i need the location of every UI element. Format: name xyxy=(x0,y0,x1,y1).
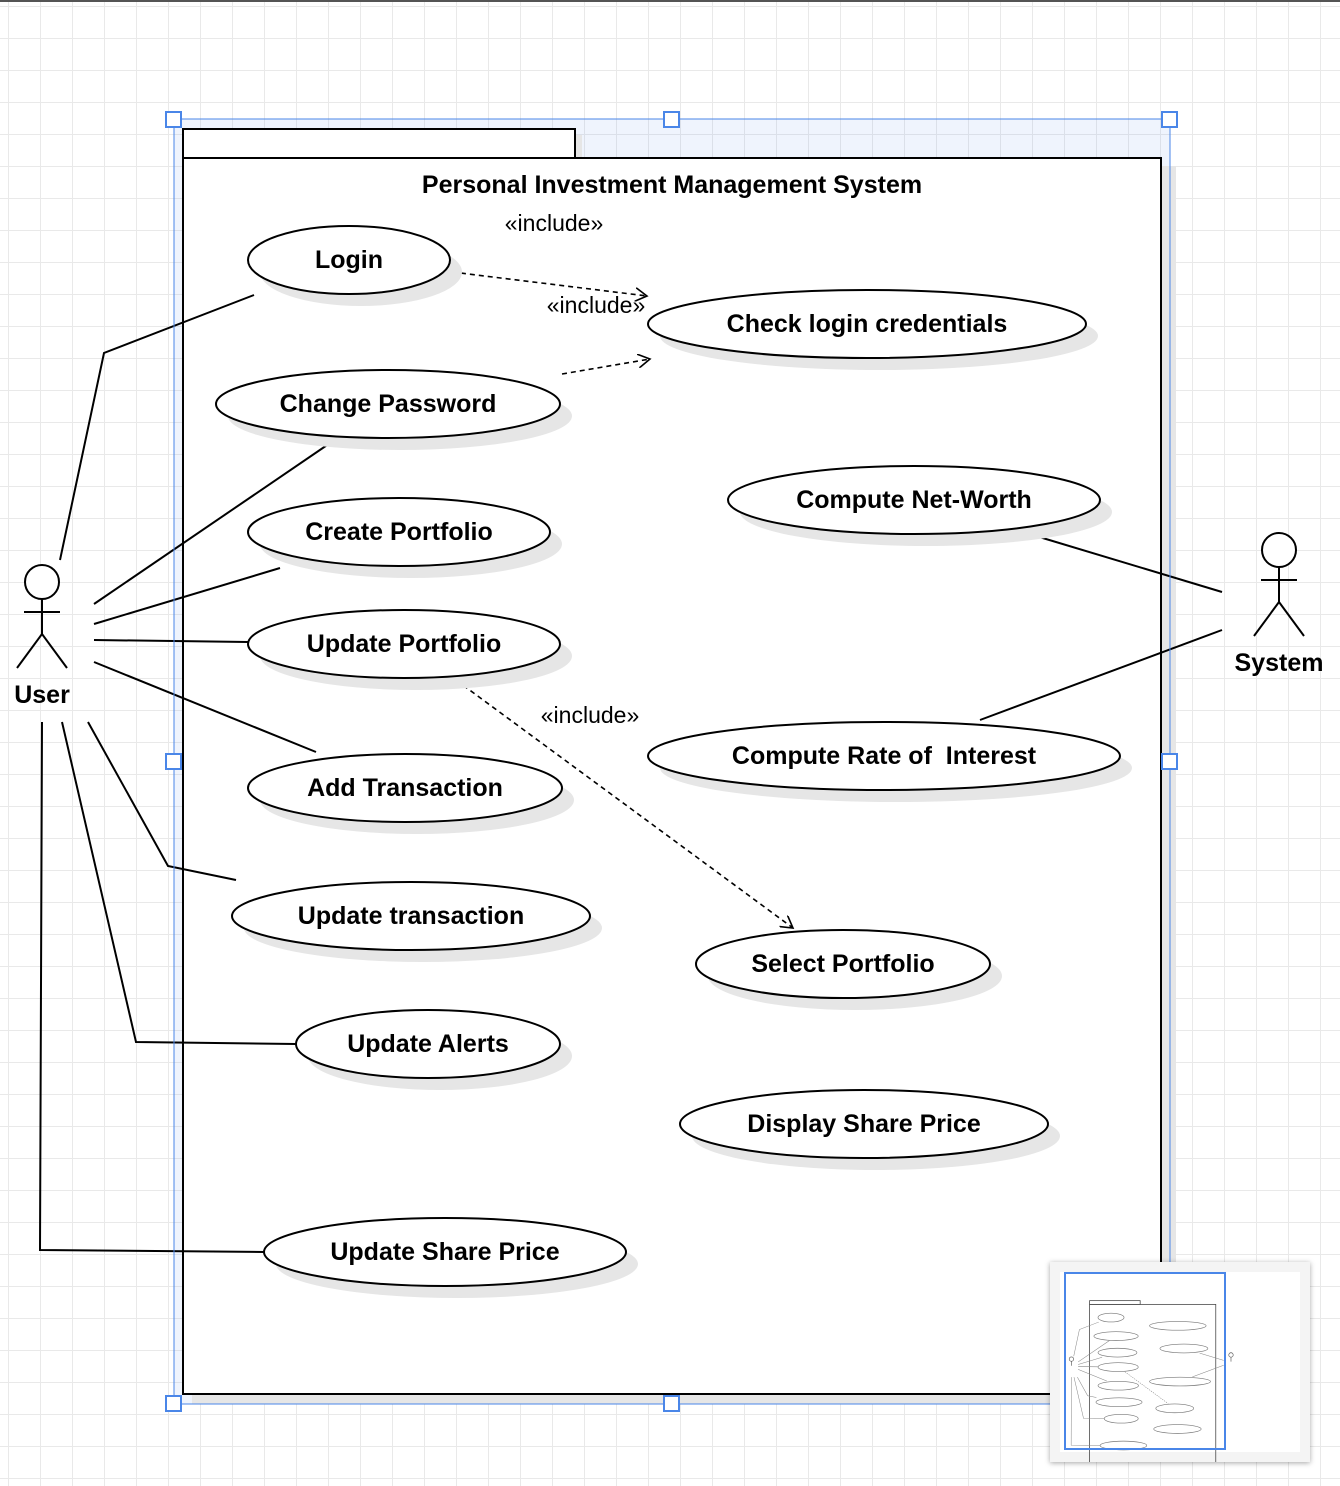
use-case-label: Update Portfolio xyxy=(307,630,501,658)
resize-handle-left[interactable] xyxy=(165,753,182,770)
use-case-display-share-price[interactable]: Display Share Price xyxy=(679,1089,1060,1170)
use-case-create-portfolio[interactable]: Create Portfolio xyxy=(247,497,562,578)
use-case-label: Select Portfolio xyxy=(751,950,934,978)
use-case-select-portfolio[interactable]: Select Portfolio xyxy=(695,929,1002,1010)
use-case-label: Create Portfolio xyxy=(305,518,493,546)
use-case-compute-rate-of-interest[interactable]: Compute Rate of Interest xyxy=(647,721,1132,802)
include-label-login: «include» xyxy=(505,210,603,236)
resize-handle-bottom-left[interactable] xyxy=(165,1395,182,1412)
use-case-label: Check login credentials xyxy=(727,310,1008,338)
minimap-canvas[interactable] xyxy=(1050,1262,1310,1465)
use-case-update-share-price[interactable]: Update Share Price xyxy=(263,1217,638,1298)
use-case-add-transaction[interactable]: Add Transaction xyxy=(247,753,574,834)
use-case-label: Compute Rate of Interest xyxy=(732,742,1037,770)
assoc-user-update-transaction[interactable] xyxy=(87,721,237,881)
assoc-user-change-password[interactable] xyxy=(93,438,337,605)
include-label-change-password: «include» xyxy=(547,292,645,318)
use-case-compute-net-worth[interactable]: Compute Net-Worth xyxy=(727,465,1112,546)
include-login-check-login[interactable] xyxy=(451,271,647,296)
assoc-user-add-transaction[interactable] xyxy=(93,661,317,753)
assoc-user-create-portfolio[interactable] xyxy=(93,567,281,625)
include-update-portfolio-select-portfolio[interactable] xyxy=(455,679,793,928)
minimap-panel[interactable] xyxy=(1050,1262,1310,1465)
use-case-update-alerts[interactable]: Update Alerts xyxy=(295,1009,572,1090)
use-case-label: Update Share Price xyxy=(330,1238,559,1266)
stick-figure-icon xyxy=(1253,532,1305,637)
assoc-system-compute-net-worth[interactable] xyxy=(1035,535,1223,593)
resize-handle-bottom[interactable] xyxy=(663,1395,680,1412)
include-dependencies xyxy=(451,271,793,928)
resize-handle-right[interactable] xyxy=(1161,753,1178,770)
actor-label: User xyxy=(14,681,70,709)
package-tab xyxy=(182,128,576,159)
assoc-user-update-share-price[interactable] xyxy=(38,721,265,1253)
use-case-update-portfolio[interactable]: Update Portfolio xyxy=(247,609,572,690)
stick-figure-icon xyxy=(16,564,68,669)
include-change-password-check-login[interactable] xyxy=(561,359,650,375)
use-case-label: Change Password xyxy=(280,390,497,418)
window-top-border xyxy=(0,0,1340,2)
assoc-user-update-alerts[interactable] xyxy=(61,721,297,1045)
actor-label: System xyxy=(1235,649,1324,677)
actor-system[interactable]: System xyxy=(1235,532,1324,677)
resize-handle-top[interactable] xyxy=(663,111,680,128)
assoc-user-update-portfolio[interactable] xyxy=(93,639,249,643)
resize-handle-top-left[interactable] xyxy=(165,111,182,128)
use-case-update-transaction[interactable]: Update transaction xyxy=(231,881,602,962)
use-case-label: Compute Net-Worth xyxy=(796,486,1032,514)
assoc-user-login[interactable] xyxy=(59,294,255,561)
use-case-label: Display Share Price xyxy=(747,1110,981,1138)
use-case-label: Login xyxy=(315,246,383,274)
use-case-label: Add Transaction xyxy=(307,774,503,802)
use-cases: Login Check login credentials Change Pas… xyxy=(215,225,1132,1298)
resize-handle-top-right[interactable] xyxy=(1161,111,1178,128)
system-title: Personal Investment Management System xyxy=(422,171,922,199)
use-case-label: Update transaction xyxy=(298,902,524,930)
associations xyxy=(38,294,1223,1253)
use-case-check-login-credentials[interactable]: Check login credentials xyxy=(647,289,1098,370)
selection-box xyxy=(165,111,1178,1412)
use-case-label: Update Alerts xyxy=(347,1030,509,1058)
include-label-update-portfolio: «include» xyxy=(541,702,639,728)
minimap-viewport[interactable] xyxy=(1064,1272,1226,1450)
use-case-change-password[interactable]: Change Password xyxy=(215,369,572,450)
assoc-system-compute-rate[interactable] xyxy=(979,629,1223,721)
use-case-login[interactable]: Login xyxy=(247,225,462,306)
actor-user[interactable]: User xyxy=(14,564,70,709)
